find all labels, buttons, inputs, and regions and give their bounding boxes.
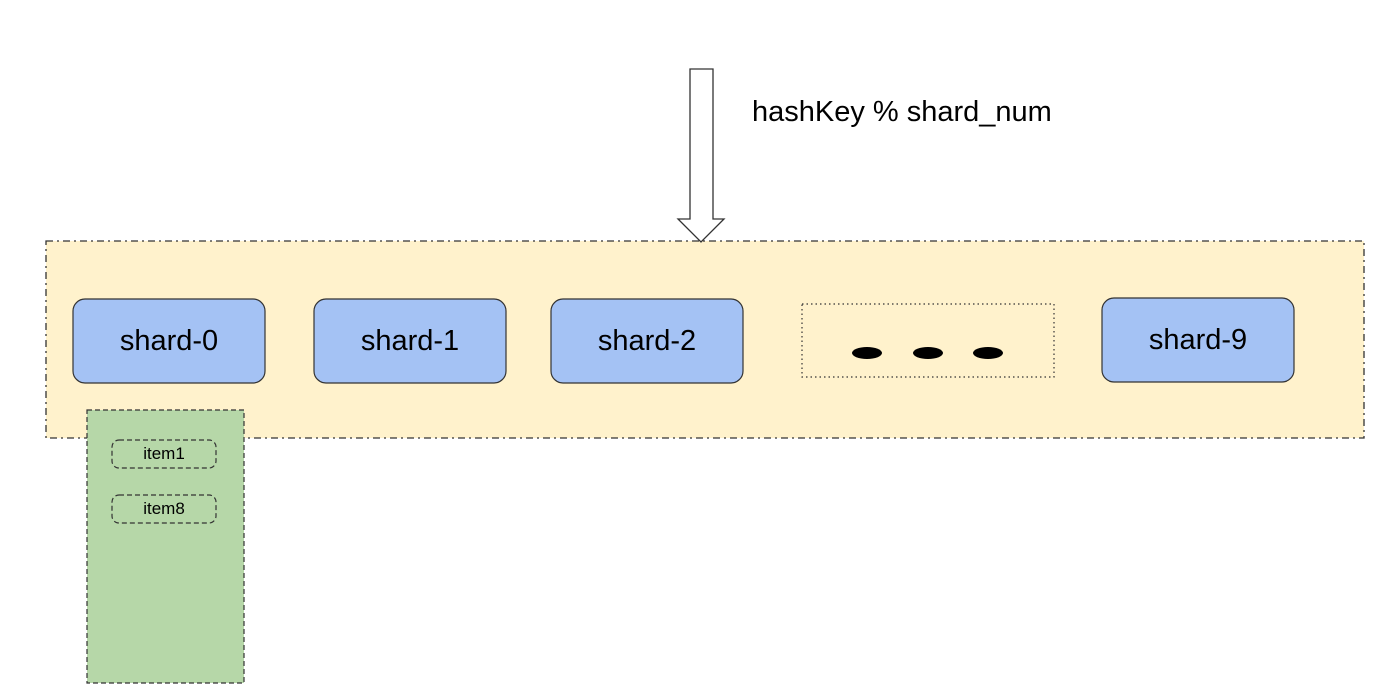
item-box-1 <box>111 439 217 469</box>
ellipsis-box <box>801 303 1055 378</box>
shard-label-2: shard-2 <box>597 324 697 357</box>
shard-box-2 <box>550 298 744 384</box>
item-box-8 <box>111 494 217 524</box>
ellipsis-dot-3 <box>973 347 1003 359</box>
ellipsis-dot-1 <box>852 347 882 359</box>
shard-box-0 <box>72 298 266 384</box>
shard-label-9: shard-9 <box>1148 323 1248 356</box>
ellipsis-dot-2 <box>913 347 943 359</box>
item-label-8: item8 <box>143 499 185 518</box>
hash-arrow <box>676 68 726 243</box>
item-bucket <box>86 409 245 684</box>
item-label-1: item1 <box>143 444 185 463</box>
shard-label-0: shard-0 <box>119 324 219 357</box>
shard-label-1: shard-1 <box>360 324 460 357</box>
shard-box-1 <box>313 298 507 384</box>
shard-box-9 <box>1101 297 1295 383</box>
hash-formula-label: hashKey % shard_num <box>752 96 1052 128</box>
